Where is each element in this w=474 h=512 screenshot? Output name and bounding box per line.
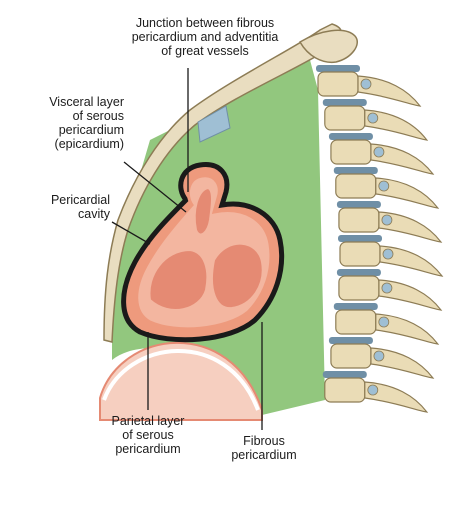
intervertebral-foramen [378,316,390,328]
label-visceral: Visceral layer of serous pericardium (ep… [20,95,124,151]
costal-cartilage [197,105,231,143]
label-cavity-line2: cavity [78,207,110,221]
intervertebral-disc [336,201,381,208]
spinous-process [370,143,435,175]
vertebral-body [317,71,359,97]
intervertebral-foramen [367,112,379,124]
label-parietal-line1: Parietal layer [111,414,185,428]
label-visceral-line3: pericardium [58,123,124,137]
label-parietal-line3: pericardium [115,442,181,456]
intervertebral-foramen [381,214,393,226]
label-fibrous-line1: Fibrous [243,434,285,448]
leader-visceral [123,161,187,213]
vertebral-body [339,241,381,267]
intervertebral-foramen [360,78,372,90]
sternum [103,23,343,343]
vertebral-body [338,207,380,233]
intervertebral-foramen [373,350,385,362]
spinous-process [378,279,443,311]
spinous-process [364,109,429,141]
label-visceral-line4: (epicardium) [54,137,124,151]
vertebral-body [330,343,372,369]
spinous-process [378,211,443,243]
intervertebral-disc [328,133,373,140]
spinous-process [364,381,429,413]
spinous-process [370,347,435,379]
heart-chamber-left [148,248,209,311]
intervertebral-foramen [373,146,385,158]
clavicle [298,29,358,64]
intervertebral-disc [322,371,367,378]
label-parietal-line2: of serous [122,428,174,442]
label-cavity-line1: Pericardial [50,193,110,207]
intervertebral-disc [333,303,378,310]
label-junction-line2: pericardium and adventitia [131,30,279,44]
heart-chamber-right [211,242,264,310]
great-vessel [193,186,213,236]
vertebral-body [335,309,377,335]
label-fibrous-line2: pericardium [231,448,297,462]
label-fibrous: Fibrous pericardium [214,434,314,462]
intervertebral-disc [316,65,360,72]
label-junction-line3: of great vessels [161,44,249,58]
vertebral-body [324,105,366,131]
spinous-process [357,75,422,107]
intervertebral-disc [328,337,373,344]
vertebral-body [335,173,377,199]
diaphragm-edge [102,349,260,411]
spinous-process [379,245,444,277]
vertebral-column [316,65,444,413]
intervertebral-foramen [378,180,390,192]
label-junction-line1: Junction between fibrous [135,16,275,30]
intervertebral-disc [336,269,381,276]
label-visceral-line1: Visceral layer [49,95,124,109]
intervertebral-foramen [367,384,379,396]
leader-lines [111,68,263,430]
spinous-process [375,177,440,209]
label-parietal: Parietal layer of serous pericardium [88,414,208,456]
intervertebral-disc [333,167,378,174]
vertebral-body [338,275,380,301]
vertebral-body [330,139,372,165]
label-cavity: Pericardial cavity [20,193,110,221]
intervertebral-disc [322,99,367,106]
spinous-process [375,313,440,345]
vertebral-body [324,377,366,403]
intervertebral-foramen [381,282,393,294]
label-junction: Junction between fibrous pericardium and… [100,16,310,58]
intervertebral-disc [338,235,382,242]
intervertebral-foramen [382,248,394,260]
leader-cavity [111,221,151,245]
label-visceral-line2: of serous [72,109,124,123]
